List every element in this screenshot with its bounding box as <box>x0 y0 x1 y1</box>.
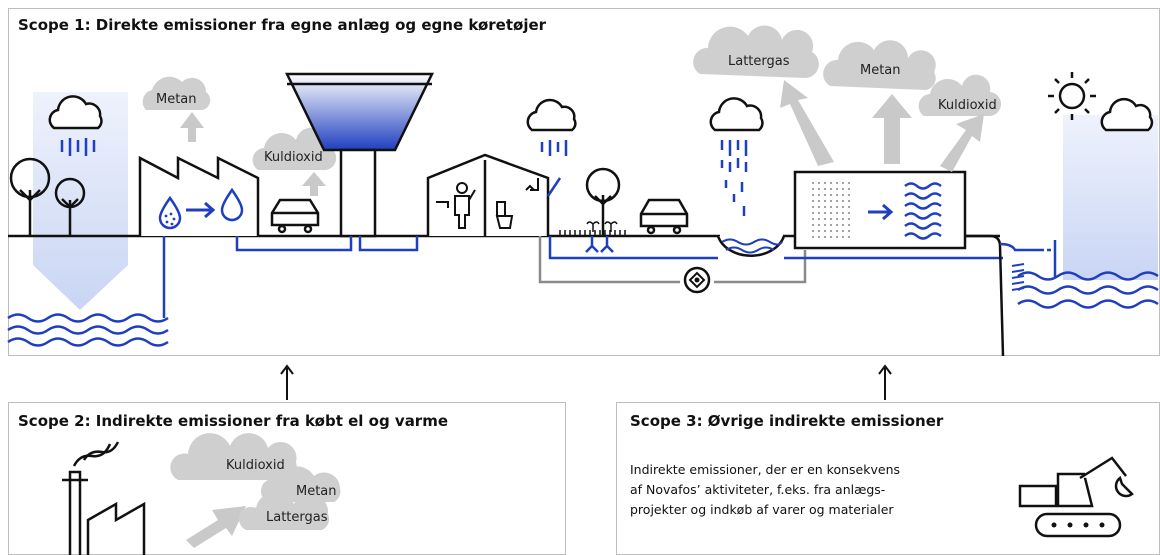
lattergas-cloud <box>693 25 819 78</box>
metan-label-right: Metan <box>860 63 901 78</box>
metan-label-left: Metan <box>156 92 197 107</box>
cloud-icon <box>1100 97 1154 132</box>
outlet-pipe <box>965 234 1057 357</box>
metan-cloud-right <box>823 40 936 90</box>
sprout-icon <box>586 221 618 232</box>
rain-cloud-icon <box>526 98 577 156</box>
garden-plants-icon <box>559 230 626 236</box>
kuldioxid-label-right: Kuldioxid <box>938 98 997 113</box>
metan-cloud-left <box>142 76 211 110</box>
scope2-lattergas-label: Lattergas <box>266 510 328 525</box>
kuldioxid-label-left: Kuldioxid <box>264 150 323 165</box>
water-pipes <box>235 236 419 252</box>
scope3-description-line: af Novafos’ aktiviteter, f.eks. fra anlæ… <box>630 482 886 497</box>
tree-icon <box>9 157 51 236</box>
waterworks-factory-icon <box>138 155 260 236</box>
outlet-flow-marks <box>1011 263 1025 291</box>
excavator-icon <box>1018 456 1134 538</box>
sun-icon <box>1048 72 1096 120</box>
scope3-connector-arrow <box>878 364 892 400</box>
shower-icon <box>525 178 539 191</box>
scope3-description-line: Indirekte emissioner, der er en konsekve… <box>630 462 901 477</box>
car-icon <box>639 198 689 235</box>
treatment-plant-icon <box>793 170 967 250</box>
scope3-description: Indirekte emissioner, der er en konsekve… <box>630 460 900 520</box>
track-wheels <box>1051 522 1105 528</box>
up-arrow-icon <box>780 80 834 166</box>
toilet-icon <box>495 201 514 229</box>
kuldioxid-cloud-left <box>252 127 337 171</box>
rain-cloud-icon <box>48 95 103 156</box>
scope2-cloud-lattergas <box>238 491 330 530</box>
retention-basin-icon <box>716 235 786 257</box>
tree-icon <box>585 167 621 236</box>
scope2-metan-label: Metan <box>296 484 337 499</box>
scope3-description-line: projekter og indkøb af varer og material… <box>630 502 894 517</box>
scope3-title: Scope 3: Øvrige indirekte emissioner <box>630 412 944 430</box>
scope2-kuldioxid-label: Kuldioxid <box>226 458 285 473</box>
tap-icon <box>436 201 449 208</box>
water-drop-icon <box>158 195 182 230</box>
water-drop-icon <box>220 187 244 222</box>
scope1-title: Scope 1: Direkte emissioner fra egne anl… <box>18 16 547 34</box>
scope2-title: Scope 2: Indirekte emissioner fra købt e… <box>18 412 449 430</box>
scope2-cloud-kuldioxid <box>170 433 297 480</box>
up-arrow-icon <box>940 114 984 172</box>
arrow-right-icon <box>186 201 216 219</box>
person-icon <box>454 182 476 229</box>
kuldioxid-cloud-right <box>918 74 1002 117</box>
rain-cloud-icon <box>709 97 764 216</box>
house-icon <box>426 153 550 236</box>
drain-pipe <box>546 177 562 197</box>
up-arrow-icon <box>180 112 204 142</box>
evaporation-column-right <box>1063 115 1158 280</box>
water-tower-icon <box>285 72 434 238</box>
power-plant-icon <box>62 441 146 555</box>
car-icon <box>270 198 320 234</box>
up-arrow-icon <box>872 94 912 164</box>
infiltration-pipes <box>585 236 614 253</box>
water-waves-left <box>7 313 169 347</box>
pump-icon <box>683 266 711 294</box>
tree-icon <box>54 177 86 236</box>
scope2-connector-arrow <box>280 364 294 400</box>
water-waves-right <box>1017 271 1159 309</box>
up-arrow-icon <box>302 172 326 196</box>
lattergas-label: Lattergas <box>728 54 790 69</box>
sewer-pipes <box>538 236 1003 284</box>
diagonal-arrow-icon <box>186 506 246 548</box>
